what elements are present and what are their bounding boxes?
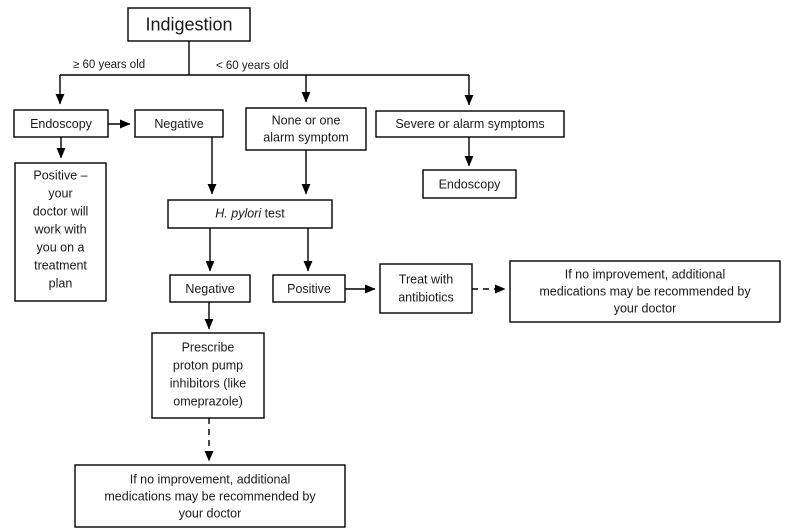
node-none-or-one-line1: None or one bbox=[272, 113, 341, 127]
node-severe-alarm-label: Severe or alarm symptoms bbox=[395, 117, 544, 131]
node-endoscopy-left[interactable]: Endoscopy bbox=[13, 109, 109, 138]
node-no-improvement-right[interactable]: If no improvement, additional medication… bbox=[509, 260, 781, 323]
node-no-improvement-right-line1: If no improvement, additional bbox=[565, 267, 726, 281]
node-prescribe-ppi[interactable]: Prescribe proton pump inhibitors (like o… bbox=[151, 332, 265, 419]
node-positive-mid[interactable]: Positive bbox=[272, 274, 346, 303]
node-negative-left[interactable]: Negative bbox=[134, 109, 224, 138]
node-positive-plan-line7: plan bbox=[49, 276, 73, 290]
edge-label-older: ≥ 60 years old bbox=[73, 59, 145, 71]
edge-label-younger: < 60 years old bbox=[216, 60, 289, 72]
node-h-pylori-test[interactable]: H. pylori test bbox=[167, 199, 333, 229]
node-no-improvement-bottom-line3: your doctor bbox=[179, 506, 242, 520]
node-no-improvement-bottom[interactable]: If no improvement, additional medication… bbox=[74, 464, 346, 528]
node-prescribe-line3: inhibitors (like bbox=[170, 376, 246, 390]
node-treat-line2: antibiotics bbox=[398, 290, 454, 304]
node-positive-plan-line3: doctor will bbox=[33, 204, 89, 218]
edge-indigestion-to-branch bbox=[55, 41, 474, 106]
node-none-or-one-line2: alarm symptom bbox=[263, 130, 348, 144]
node-no-improvement-bottom-line1: If no improvement, additional bbox=[130, 472, 291, 486]
node-positive-plan-line4: work with bbox=[33, 222, 86, 236]
node-positive-treatment-plan[interactable]: Positive – your doctor will work with yo… bbox=[14, 162, 107, 302]
node-negative-left-label: Negative bbox=[154, 117, 203, 131]
node-negative-mid-label: Negative bbox=[185, 282, 234, 296]
node-positive-plan-line6: treatment bbox=[34, 258, 87, 272]
node-positive-plan-line5: you on a bbox=[37, 240, 85, 254]
node-treat-line1: Treat with bbox=[399, 272, 453, 286]
node-treat-with-antibiotics[interactable]: Treat with antibiotics bbox=[379, 263, 473, 314]
node-positive-mid-label: Positive bbox=[287, 282, 331, 296]
node-indigestion[interactable]: Indigestion bbox=[127, 7, 251, 42]
node-positive-plan-line2: your bbox=[48, 186, 72, 200]
node-prescribe-line1: Prescribe bbox=[182, 340, 235, 354]
node-h-pylori-rest: test bbox=[261, 207, 285, 221]
node-endoscopy-left-label: Endoscopy bbox=[30, 117, 93, 131]
node-prescribe-line4: omeprazole) bbox=[173, 394, 242, 408]
node-no-improvement-bottom-line2: medications may be recommended by bbox=[104, 489, 316, 503]
node-no-improvement-right-line2: medications may be recommended by bbox=[539, 284, 751, 298]
node-endoscopy-right[interactable]: Endoscopy bbox=[422, 169, 517, 199]
node-no-improvement-right-line3: your doctor bbox=[614, 301, 677, 315]
node-positive-plan-line1: Positive – bbox=[33, 168, 87, 182]
node-prescribe-line2: proton pump bbox=[173, 358, 243, 372]
node-endoscopy-right-label: Endoscopy bbox=[439, 177, 502, 191]
node-h-pylori-test-label: H. pylori test bbox=[215, 207, 285, 221]
node-h-pylori-italic: H. pylori bbox=[215, 207, 262, 221]
node-indigestion-label: Indigestion bbox=[145, 14, 232, 34]
node-negative-mid[interactable]: Negative bbox=[169, 274, 251, 303]
node-none-or-one-alarm-symptom[interactable]: None or one alarm symptom bbox=[245, 107, 367, 151]
node-severe-or-alarm-symptoms[interactable]: Severe or alarm symptoms bbox=[375, 110, 565, 138]
